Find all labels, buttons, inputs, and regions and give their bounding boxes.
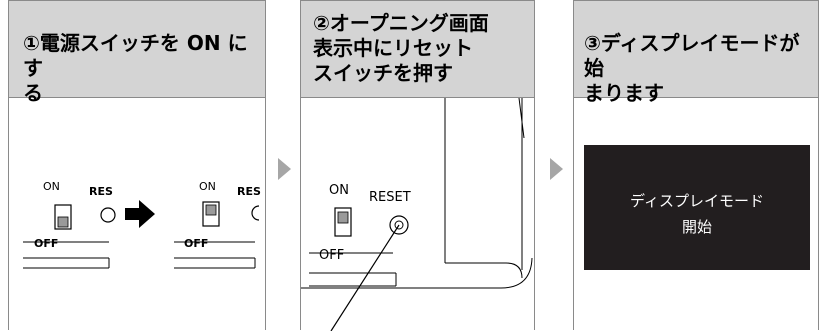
reset-hole: [389, 215, 409, 235]
switch-knob: [337, 211, 349, 224]
power-switch-illustration: ON RES OFF ON RES OFF: [23, 180, 261, 269]
screen-text-line2: 開始: [681, 218, 712, 236]
step-title-1: ①電源スイッチを ON にす る: [23, 31, 248, 105]
reset-pin: [330, 224, 400, 331]
switch-knob: [205, 204, 217, 216]
off-label: OFF: [34, 237, 58, 250]
on-label: ON: [199, 180, 216, 193]
screen-text-line1: ディスプレイモード: [630, 192, 764, 210]
step-arrow-icon: [278, 158, 291, 180]
reset-label-cut: RES: [89, 185, 113, 198]
step-header-3: ③ディスプレイモードが始 まります: [574, 1, 818, 105]
reset-switch-illustration: ON RESET OFF: [301, 98, 533, 331]
on-label: ON: [43, 180, 60, 193]
reset-label-cut: RES: [237, 185, 261, 198]
switch-knob: [57, 216, 69, 228]
reset-label: RESET: [369, 190, 411, 205]
black-arrow-icon: [125, 200, 155, 228]
step-header-1: ①電源スイッチを ON にす る: [9, 1, 265, 105]
step-header-2: ②オープニング画面 表示中にリセット スイッチを押す: [301, 1, 534, 98]
off-label: OFF: [184, 237, 208, 250]
step-title-3: ③ディスプレイモードが始 まります: [584, 31, 800, 105]
off-label: OFF: [319, 248, 344, 263]
step-panel-1: ①電源スイッチを ON にす る ON RES OFF ON RES OFF: [8, 0, 266, 330]
on-label: ON: [329, 183, 349, 198]
step-title-2: ②オープニング画面 表示中にリセット スイッチを押す: [313, 11, 489, 85]
reset-hole: [100, 207, 116, 223]
display-screen: ディスプレイモード 開始: [584, 145, 810, 270]
reset-hole: [251, 205, 260, 221]
step-panel-2: ②オープニング画面 表示中にリセット スイッチを押す ON RESET OFF: [300, 0, 535, 331]
step-arrow-icon: [550, 158, 563, 180]
